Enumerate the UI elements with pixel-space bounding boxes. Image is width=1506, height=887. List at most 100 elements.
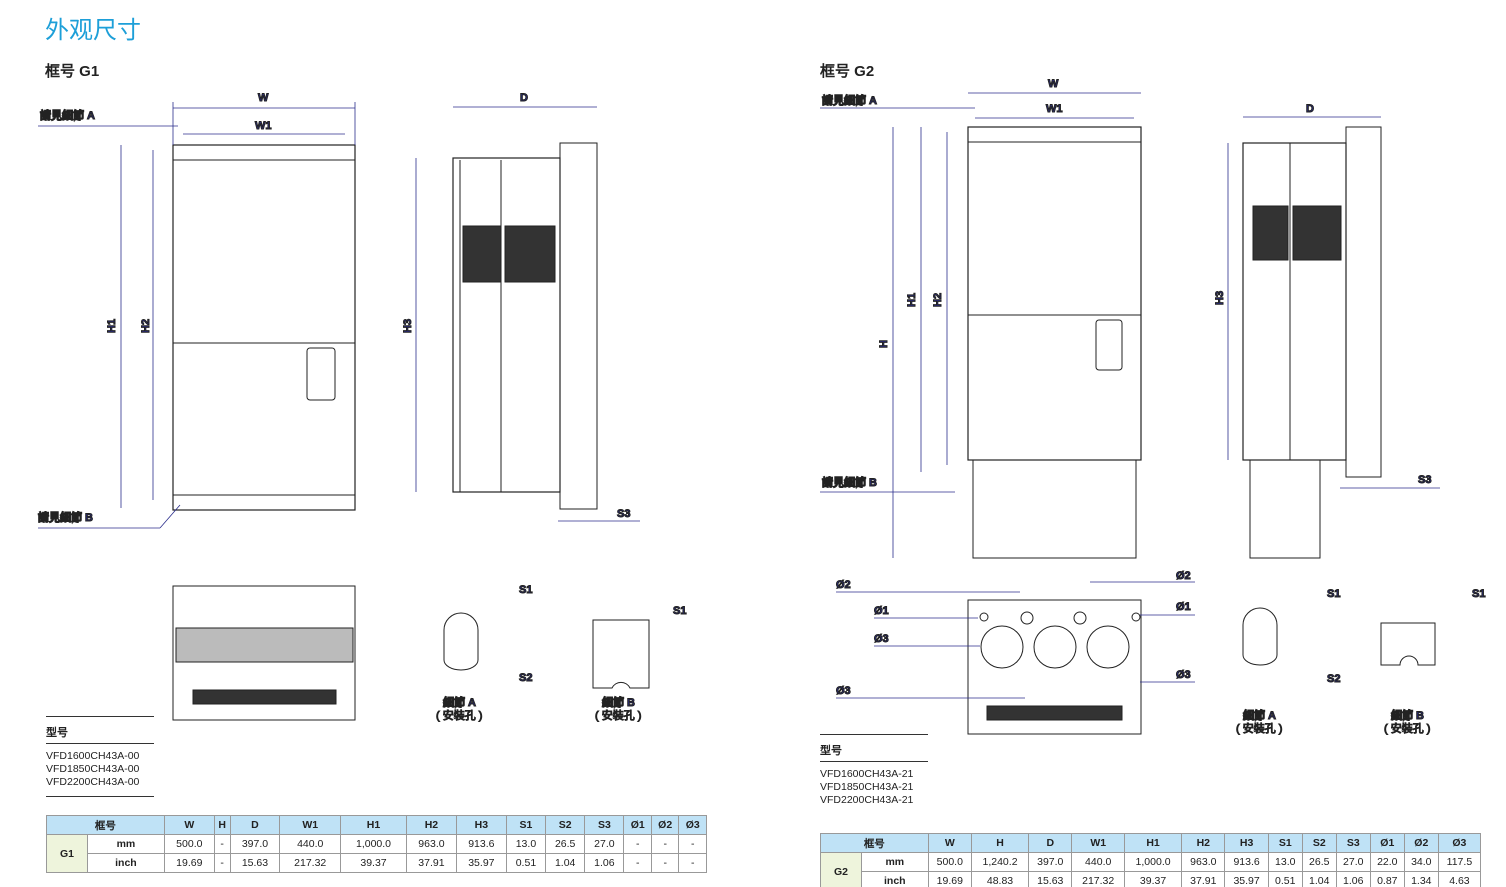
- dimension-label: ( 安裝孔 ): [436, 708, 482, 722]
- g2-model-list: VFD1600CH43A-21 VFD1850CH43A-21 VFD2200C…: [820, 768, 913, 807]
- g2-side-view: D H3 S3: [1214, 103, 1440, 559]
- column-header: Ø1: [623, 815, 652, 835]
- dimension-label: Ø2: [1176, 570, 1191, 582]
- unit-cell: inch: [87, 853, 165, 873]
- dim-d-label: D: [520, 92, 528, 104]
- dimension-label: 請見細節 B: [822, 475, 877, 489]
- dimension-label: S1: [519, 584, 532, 596]
- value-cell: 39.37: [340, 853, 407, 873]
- column-header: S1: [1267, 833, 1303, 853]
- value-cell: 19.69: [927, 871, 972, 887]
- value-cell: 913.6: [455, 834, 507, 854]
- model-item: VFD2200CH43A-21: [820, 794, 914, 806]
- value-cell: -: [678, 834, 707, 854]
- dimension-label: ( 安裝孔 ): [595, 708, 641, 722]
- g1-front-view: W W1 H1 H2 請見細節 A 請見細節 B: [38, 92, 356, 529]
- model-item: VFD1600CH43A-21: [820, 768, 914, 780]
- dimension-label: H: [878, 340, 890, 348]
- value-cell: 15.63: [229, 853, 281, 873]
- value-cell: 963.0: [1181, 852, 1226, 872]
- model-item: VFD2200CH43A-00: [46, 776, 140, 788]
- dimension-label: H3: [1214, 291, 1226, 305]
- value-cell: 1.04: [1301, 871, 1337, 887]
- unit-cell: mm: [861, 852, 929, 872]
- frame-cell: G2: [820, 852, 862, 887]
- value-cell: 34.0: [1403, 852, 1439, 872]
- value-cell: 500.0: [927, 852, 972, 872]
- dimension-label: H1: [906, 293, 918, 307]
- dimension-label: 細節 B: [1391, 708, 1424, 722]
- g1-bottom-view: [172, 585, 356, 721]
- value-cell: -: [623, 853, 652, 873]
- g1-model-list: VFD1600CH43A-00 VFD1850CH43A-00 VFD2200C…: [46, 750, 139, 789]
- dim-h1-label: H1: [106, 319, 118, 333]
- dimension-label: H2: [932, 293, 944, 307]
- column-header: 框号: [46, 815, 165, 835]
- value-cell: 39.37: [1123, 871, 1183, 887]
- value-cell: 217.32: [279, 853, 342, 873]
- dimension-label: Ø3: [1176, 669, 1191, 681]
- value-cell: 15.63: [1028, 871, 1073, 887]
- detail-b-ref: 請見細節 B: [38, 510, 93, 524]
- frame-g1-title: 框号 G1: [45, 63, 100, 80]
- value-cell: 48.83: [970, 871, 1030, 887]
- value-cell: 27.0: [584, 834, 625, 854]
- dimension-label: S1: [673, 605, 686, 617]
- column-header: W1: [1071, 833, 1125, 853]
- column-header: W: [163, 815, 215, 835]
- value-cell: 4.63: [1437, 871, 1482, 887]
- column-header: H3: [1224, 833, 1269, 853]
- value-cell: 500.0: [163, 834, 215, 854]
- divider: [820, 734, 928, 735]
- value-cell: 13.0: [505, 834, 547, 854]
- model-item: VFD1850CH43A-00: [46, 763, 140, 775]
- g1-side-view: D H3 S3: [402, 92, 640, 522]
- column-header: S2: [545, 815, 586, 835]
- value-cell: 26.5: [545, 834, 586, 854]
- value-cell: 1,240.2: [970, 852, 1030, 872]
- dim-w1-label: W1: [255, 120, 272, 132]
- dimension-label: S2: [1327, 673, 1340, 685]
- value-cell: -: [623, 834, 652, 854]
- value-cell: -: [650, 853, 680, 873]
- column-header: S3: [1335, 833, 1371, 853]
- value-cell: 0.51: [505, 853, 547, 873]
- dimension-label: Ø3: [874, 633, 889, 645]
- value-cell: 1.06: [584, 853, 625, 873]
- column-header: S1: [505, 815, 547, 835]
- value-cell: -: [650, 834, 680, 854]
- value-cell: 35.97: [455, 853, 507, 873]
- dimension-label: D: [1306, 103, 1314, 115]
- dimension-label: ( 安裝孔 ): [1236, 721, 1282, 735]
- value-cell: 913.6: [1224, 852, 1269, 872]
- dimension-label: 細節 B: [602, 695, 635, 709]
- column-header: H1: [340, 815, 407, 835]
- value-cell: 963.0: [405, 834, 457, 854]
- column-header: W: [927, 833, 972, 853]
- value-cell: -: [678, 853, 707, 873]
- column-header: Ø1: [1369, 833, 1405, 853]
- value-cell: 26.5: [1301, 852, 1337, 872]
- frame-cell: G1: [46, 834, 88, 873]
- value-cell: 397.0: [229, 834, 281, 854]
- dim-h2-label: H2: [140, 319, 152, 333]
- column-header: S2: [1301, 833, 1337, 853]
- value-cell: 22.0: [1369, 852, 1405, 872]
- dimension-label: Ø1: [1176, 601, 1191, 613]
- g2-model-header: 型号: [820, 742, 928, 762]
- value-cell: -: [213, 834, 231, 854]
- value-cell: 13.0: [1267, 852, 1303, 872]
- column-header: D: [1028, 833, 1073, 853]
- column-header: Ø2: [650, 815, 680, 835]
- column-header: H2: [405, 815, 457, 835]
- dim-s3-label: S3: [617, 508, 630, 520]
- dimension-label: 細節 A: [443, 695, 476, 709]
- divider: [46, 796, 154, 797]
